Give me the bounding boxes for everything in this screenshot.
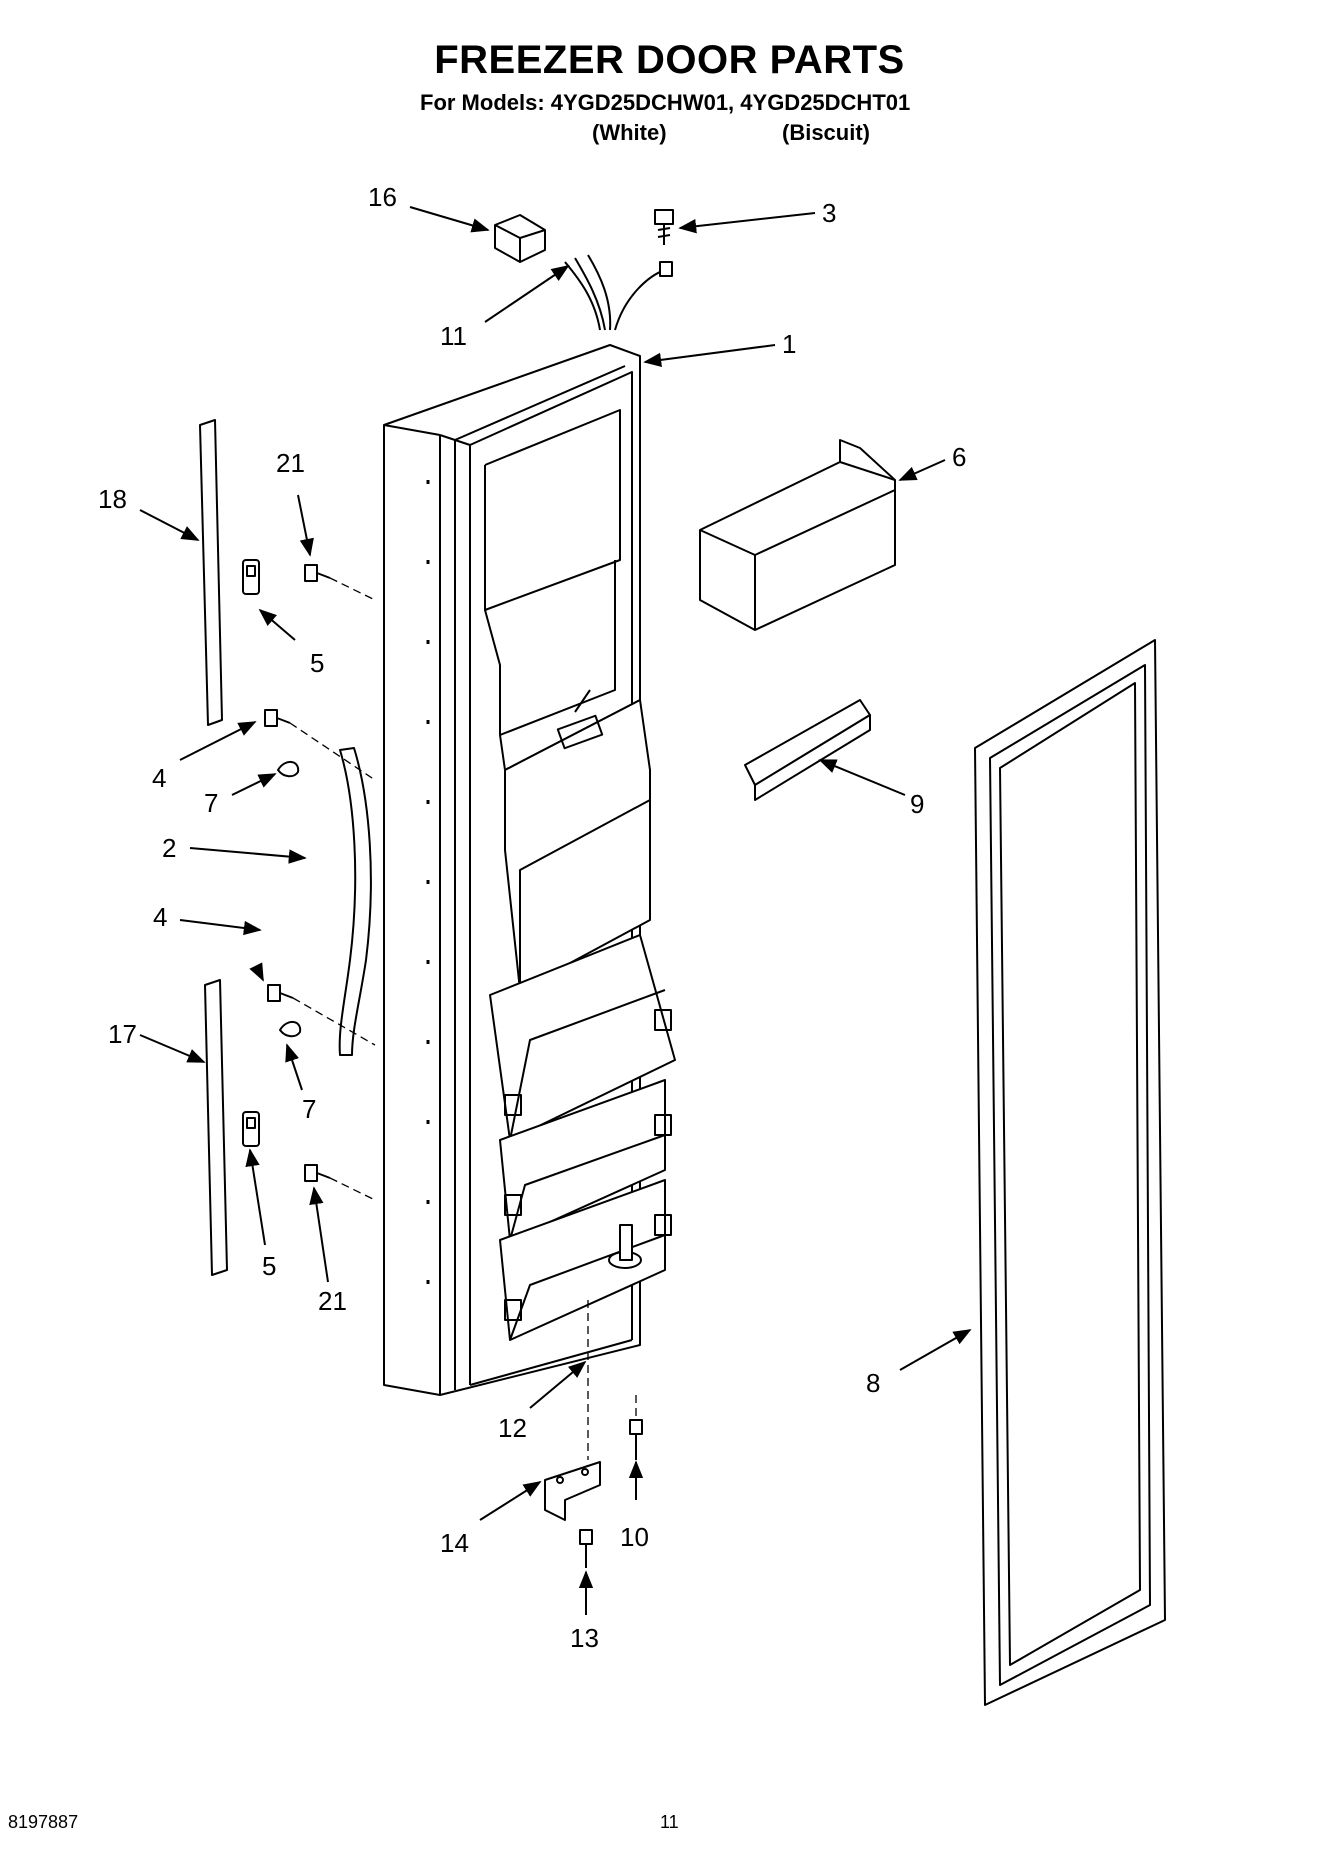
hinge-pin — [608, 1224, 642, 1269]
clip-lower — [242, 1111, 260, 1147]
door-handle — [338, 747, 372, 1056]
callout-16: 16 — [368, 182, 397, 212]
clip-upper — [242, 559, 260, 595]
freezer-door-body — [383, 344, 676, 1396]
side-trim-upper — [199, 419, 223, 726]
callout-4-upper: 4 — [152, 763, 166, 793]
callout-7-lower: 7 — [302, 1094, 316, 1124]
screw-top — [654, 209, 674, 245]
callout-11: 11 — [440, 321, 467, 351]
callout-3: 3 — [822, 198, 836, 228]
callout-13: 13 — [570, 1623, 599, 1653]
callout-21-lower: 21 — [318, 1286, 347, 1316]
callout-7-upper: 7 — [204, 788, 218, 818]
trim-strip — [744, 699, 871, 801]
callout-12: 12 — [498, 1413, 527, 1443]
callout-6: 6 — [952, 442, 966, 472]
screw-4-lower — [267, 984, 294, 1002]
callout-9: 9 — [910, 789, 924, 819]
door-gasket — [974, 639, 1166, 1706]
callout-5-lower: 5 — [262, 1251, 276, 1281]
plug-upper — [277, 761, 300, 778]
page-number: 11 — [660, 1812, 679, 1832]
hinge-plate — [544, 1461, 601, 1521]
screw-10 — [629, 1419, 643, 1460]
callout-18: 18 — [98, 484, 127, 514]
wire-harness — [564, 254, 673, 331]
page-title: FREEZER DOOR PARTS — [434, 38, 905, 82]
screw-13 — [579, 1529, 593, 1568]
callout-2: 2 — [162, 833, 176, 863]
document-number: 8197887 — [8, 1812, 79, 1832]
screw-4-upper — [264, 709, 291, 727]
callout-8: 8 — [866, 1368, 880, 1398]
screw-21-lower — [304, 1164, 331, 1182]
callout-14: 14 — [440, 1528, 469, 1558]
callout-5-upper: 5 — [310, 648, 324, 678]
callout-17: 17 — [108, 1019, 137, 1049]
plug-lower — [279, 1021, 302, 1038]
callout-10: 10 — [620, 1522, 649, 1552]
variant-biscuit: (Biscuit) — [782, 120, 870, 145]
models-line: For Models: 4YGD25DCHW01, 4YGD25DCHT01 — [420, 90, 911, 115]
door-shelf — [699, 439, 896, 631]
callout-21-upper: 21 — [276, 448, 305, 478]
callout-1: 1 — [782, 329, 796, 359]
side-trim-lower — [204, 979, 228, 1276]
callout-4-lower: 4 — [153, 902, 167, 932]
variant-white: (White) — [592, 120, 667, 145]
screw-21-upper — [304, 564, 331, 582]
wire-connector — [494, 214, 546, 263]
